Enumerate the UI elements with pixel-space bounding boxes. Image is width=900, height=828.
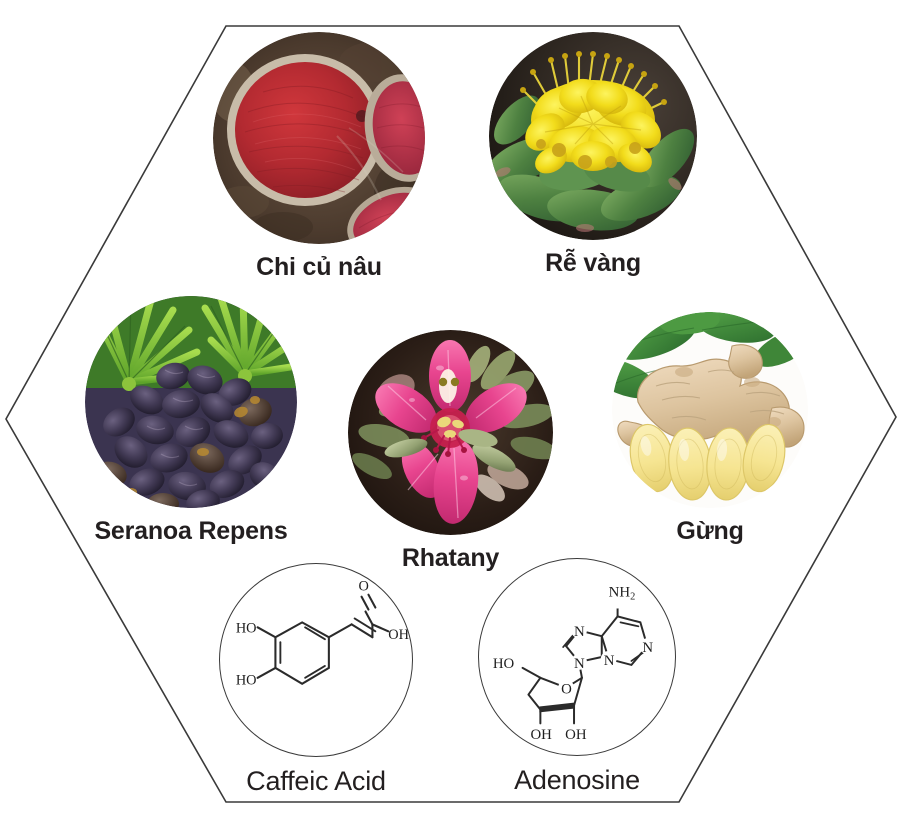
re-vang-image [489,32,697,240]
item-label: Adenosine [514,765,640,795]
item-seranoa-repens[interactable]: Seranoa Repens [85,296,297,546]
adenosine-structure: NH2 N N N N O HO OH OH [493,585,656,743]
atom-label-oh: OH [388,627,409,643]
atom-label-ho-top: HO [236,620,257,636]
item-label: Caffeic Acid [246,766,386,796]
atom-label-ring-o: O [561,682,572,698]
item-label: Chi củ nâu [256,253,382,281]
atom-label-n9: N [574,656,585,672]
ginger-rhizome-photo [612,312,808,508]
item-re-vang[interactable]: Rễ vàng [489,32,697,278]
atom-label-n1: N [642,640,653,656]
ribose-wedge-bond [539,702,576,713]
caffeic-acid-image: HO HO O OH [219,563,413,757]
item-label: Rhatany [401,544,500,572]
chi-cu-nau-image [213,32,425,244]
item-label: Gừng [676,517,744,545]
seranoa-repens-image [85,296,297,508]
atom-label-ho-bottom: HO [236,673,257,689]
item-chi-cu-nau[interactable]: Chi củ nâu [213,32,425,282]
item-adenosine[interactable]: NH2 N N N N O HO OH OH Adenosine [478,558,676,796]
adenosine-image: NH2 N N N N O HO OH OH [478,558,676,756]
pink-rhatany-flower-photo [348,330,553,535]
yellow-rhodiola-flower-photo [489,32,697,240]
gung-image [612,312,808,508]
atom-label-o: O [359,579,369,595]
atom-label-ho: HO [493,656,515,672]
item-label: Rễ vàng [545,249,641,277]
atom-label-n7: N [574,624,585,640]
red-root-cross-section-photo [213,32,425,244]
atom-label-nh2: NH2 [609,585,636,603]
rhatany-image [348,330,553,535]
atom-label-n3: N [604,653,615,669]
saw-palmetto-berries-photo [85,296,297,508]
caffeic-acid-structure: HO HO O OH [236,579,409,689]
item-label: Seranoa Repens [94,517,288,545]
atom-label-oh-right: OH [565,727,587,743]
item-caffeic-acid[interactable]: HO HO O OH Caffeic Acid [219,563,413,797]
item-rhatany[interactable]: Rhatany [348,330,553,573]
item-gung[interactable]: Gừng [612,312,808,546]
atom-label-oh-left: OH [530,727,552,743]
